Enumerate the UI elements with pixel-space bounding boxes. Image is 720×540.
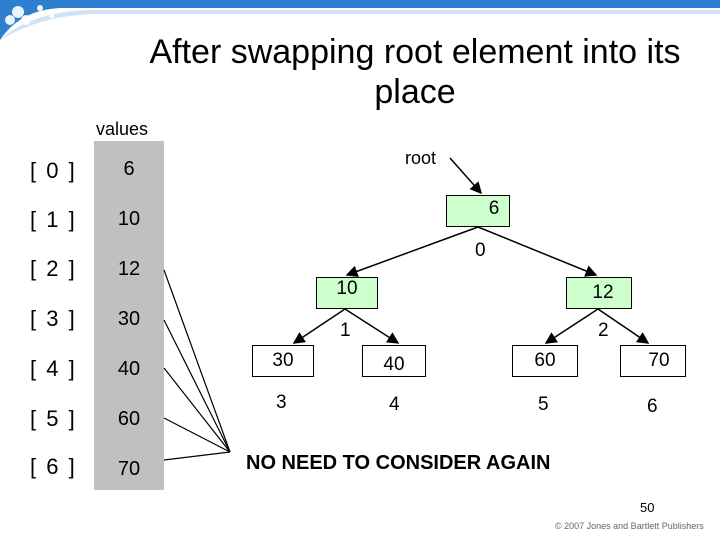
tree-edge — [344, 308, 400, 344]
tree-index-label: 1 — [340, 320, 351, 341]
values-label: values — [96, 119, 149, 139]
tree-index-label: 5 — [538, 394, 549, 415]
flower-decoration-icon — [5, 5, 55, 25]
array-index-label: [ 2 ] — [30, 256, 77, 281]
tree-index-label: 3 — [276, 392, 287, 413]
array-link — [163, 367, 231, 453]
array-cell: 60 — [117, 407, 141, 430]
tree-node-value: 70 — [648, 350, 670, 371]
no-need-note: NO NEED TO CONSIDER AGAIN — [246, 452, 551, 474]
tree-edge — [477, 226, 598, 277]
array-index-label: [ 6 ] — [30, 454, 77, 479]
array-cell: 30 — [117, 307, 141, 330]
tree-node: 30 — [252, 345, 314, 377]
array-index-label: [ 4 ] — [30, 356, 77, 381]
array-link — [163, 451, 231, 461]
header-decoration — [0, 0, 720, 40]
tree-node: 70 — [620, 345, 686, 377]
array-cell: 12 — [117, 258, 141, 281]
tree-edge — [292, 308, 346, 344]
copyright-text: © 2007 Jones and Bartlett Publishers — [555, 521, 704, 531]
tree-node: 12 — [566, 277, 632, 309]
tree-index-label: 6 — [647, 396, 658, 417]
tree-node-value: 12 — [592, 282, 614, 303]
tree-edge — [345, 226, 479, 278]
array-index-label: [ 5 ] — [30, 406, 77, 431]
array-cell: 70 — [117, 457, 141, 480]
tree-index-label: 0 — [475, 240, 486, 261]
array-cell: 40 — [117, 357, 141, 380]
tree-node: 6 — [446, 195, 510, 227]
root-pointer-arrow — [449, 157, 482, 195]
tree-index-label: 2 — [598, 320, 609, 341]
array-link — [163, 269, 231, 453]
array-index-label: [ 0 ] — [30, 158, 77, 183]
tree-node-value: 6 — [488, 198, 500, 219]
array-link — [163, 319, 231, 453]
array-link — [163, 417, 231, 453]
page-title: After swapping root element into its pla… — [149, 33, 681, 111]
tree-index-label: 4 — [389, 394, 400, 415]
array-index-label: [ 3 ] — [30, 306, 77, 331]
page-number: 50 — [640, 500, 655, 515]
array-cell: 10 — [117, 208, 141, 231]
tree-edge — [597, 308, 650, 344]
tree-edge — [544, 308, 599, 344]
tree-node: 60 — [512, 345, 578, 377]
root-label: root — [405, 148, 437, 168]
tree-node: 10 — [316, 277, 378, 309]
tree-node-value: 10 — [336, 278, 358, 299]
tree-node-value: 40 — [383, 354, 405, 375]
tree-node-value: 60 — [534, 350, 556, 371]
array-index-label: [ 1 ] — [30, 207, 77, 232]
array-cell: 6 — [123, 158, 135, 181]
tree-node-value: 30 — [272, 350, 294, 371]
tree-node: 40 — [362, 345, 426, 377]
values-array: 6 10 12 30 40 60 70 — [94, 141, 164, 490]
